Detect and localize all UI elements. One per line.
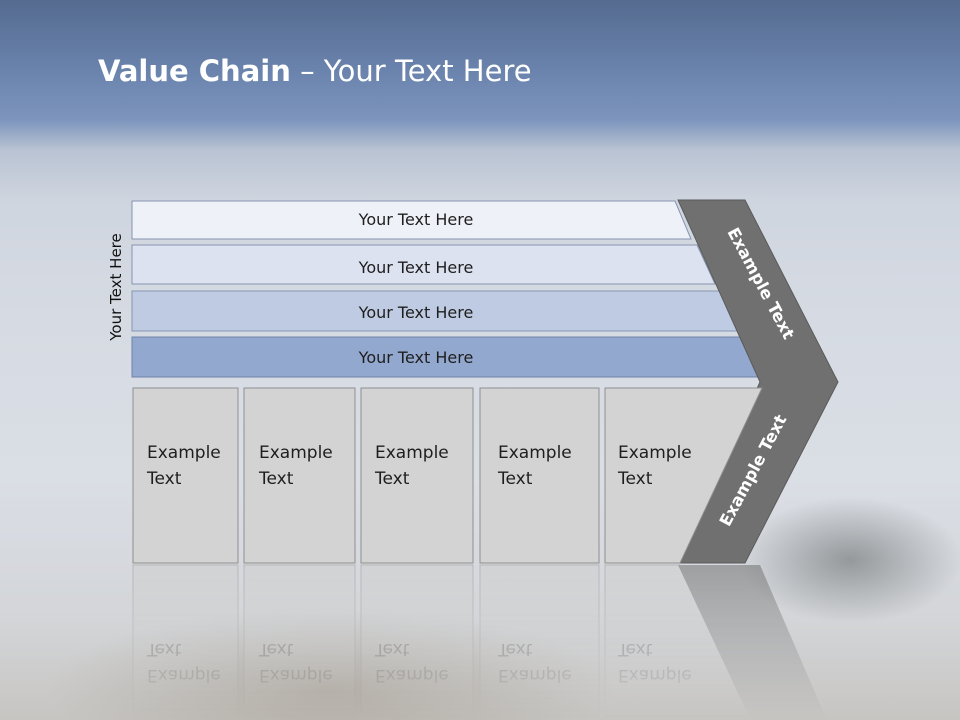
card-4-line1: Example: [498, 443, 572, 463]
bar-2-label: Your Text Here: [358, 258, 474, 277]
card-5-line2: Text: [617, 469, 653, 489]
bar-3-label: Your Text Here: [358, 303, 474, 322]
slide-title: Value Chain – Your Text Here: [98, 54, 532, 88]
reflection-text-7: Example: [498, 665, 572, 685]
reflection-text-10: Text: [617, 639, 653, 659]
reflection-text-3: Example: [259, 665, 333, 685]
card-2-line2: Text: [258, 469, 294, 489]
bar-1-label: Your Text Here: [358, 210, 474, 229]
reflection: Example Text Example Text Example Text E…: [132, 564, 827, 720]
card-5-line1: Example: [618, 443, 692, 463]
bar-2: [131, 244, 716, 285]
card-1-line2: Text: [146, 469, 182, 489]
chevron-arrow: [677, 199, 839, 564]
reflection-text-5: Example: [375, 665, 449, 685]
card-1-line1: Example: [147, 443, 221, 463]
card-4: [479, 387, 600, 564]
card-3-line2: Text: [374, 469, 410, 489]
reflection-text-8: Text: [497, 639, 533, 659]
card-5: [604, 387, 763, 564]
card-2-line1: Example: [259, 443, 333, 463]
card-1: [132, 387, 239, 564]
title-rest: – Your Text Here: [290, 54, 532, 88]
reflection-text-9: Example: [618, 665, 692, 685]
card-3: [360, 387, 474, 564]
title-bold: Value Chain: [98, 54, 291, 88]
card-4-line2: Text: [497, 469, 533, 489]
reflection-text-6: Text: [374, 639, 410, 659]
reflection-text-2: Text: [146, 639, 182, 659]
reflection-text-1: Example: [147, 665, 221, 685]
reflection-text-4: Text: [258, 639, 294, 659]
card-3-line1: Example: [375, 443, 449, 463]
bar-1: [131, 200, 692, 240]
card-2: [243, 387, 356, 564]
bar-4-label: Your Text Here: [358, 348, 474, 367]
